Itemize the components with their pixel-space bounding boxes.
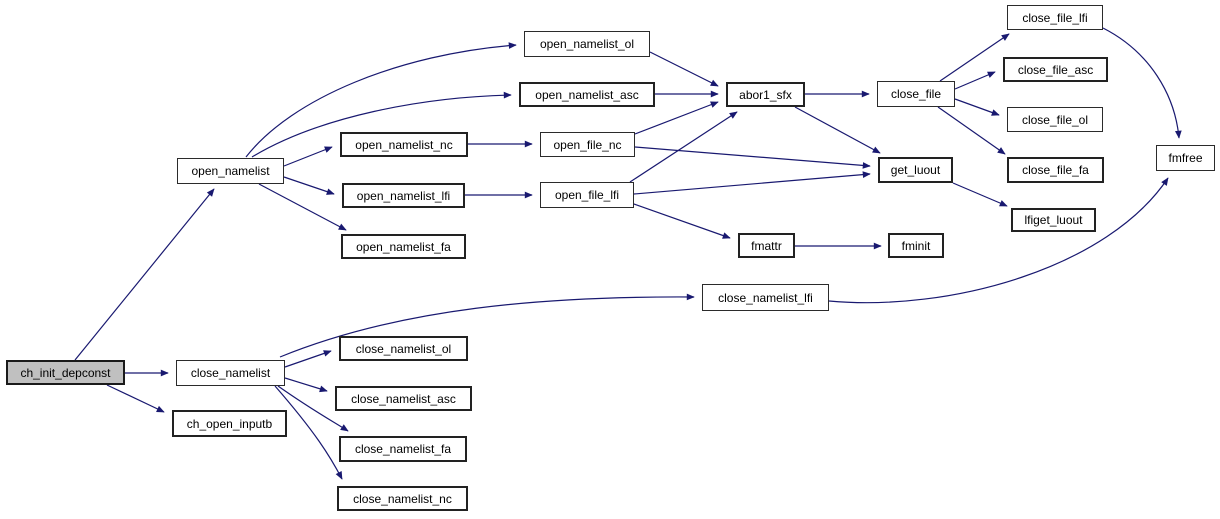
edge-close_namelist_lfi-to-fmfree (828, 177, 1169, 304)
edge-get_luout-to-lfiget_luout (952, 182, 1008, 207)
node-label-open_namelist_lfi: open_namelist_lfi (356, 188, 451, 203)
edge-open_file_nc-to-get_luout (634, 146, 871, 169)
node-lfiget_luout[interactable]: lfiget_luout (1011, 208, 1096, 232)
node-label-open_file_nc: open_file_nc (553, 137, 622, 152)
node-close_namelist_ol[interactable]: close_namelist_ol (339, 336, 468, 361)
node-label-close_file_lfi: close_file_lfi (1022, 10, 1088, 25)
edge-ch_init_depconst-to-ch_open_inputb (106, 384, 165, 413)
node-open_namelist_asc[interactable]: open_namelist_asc (519, 82, 655, 107)
node-close_namelist_nc[interactable]: close_namelist_nc (337, 486, 468, 511)
edge-close_file-to-close_file_ol (954, 98, 1000, 116)
node-ch_init_depconst: ch_init_depconst (6, 360, 125, 385)
node-label-open_namelist_nc: open_namelist_nc (355, 137, 453, 152)
edge-open_namelist-to-open_namelist_nc (283, 146, 333, 167)
edge-close_file-to-close_file_asc (954, 71, 996, 90)
edge-open_file_lfi-to-abor1_sfx (629, 111, 738, 183)
node-ch_open_inputb[interactable]: ch_open_inputb (172, 410, 287, 437)
node-close_file_ol[interactable]: close_file_ol (1007, 107, 1103, 132)
node-label-open_namelist_fa: open_namelist_fa (356, 239, 451, 254)
node-open_namelist_fa[interactable]: open_namelist_fa (341, 234, 466, 259)
edge-open_file_lfi-to-fmattr (633, 203, 731, 239)
node-open_file_lfi[interactable]: open_file_lfi (540, 182, 634, 208)
node-close_file[interactable]: close_file (877, 81, 955, 107)
node-fmattr[interactable]: fmattr (738, 233, 795, 258)
node-label-close_namelist_ol: close_namelist_ol (355, 341, 452, 356)
node-fmfree[interactable]: fmfree (1156, 145, 1215, 171)
node-fminit[interactable]: fminit (888, 233, 944, 258)
node-label-fminit: fminit (901, 238, 931, 253)
edge-close_file_lfi-to-fmfree (1102, 27, 1182, 139)
node-label-get_luout: get_luout (890, 163, 941, 177)
node-label-close_namelist_fa: close_namelist_fa (354, 442, 452, 456)
node-open_namelist_nc[interactable]: open_namelist_nc (340, 132, 468, 157)
node-label-open_namelist_ol: open_namelist_ol (539, 37, 635, 51)
node-label-open_namelist: open_namelist (191, 164, 270, 178)
node-label-fmattr: fmattr (751, 238, 782, 253)
node-label-ch_open_inputb: ch_open_inputb (186, 416, 273, 431)
node-abor1_sfx[interactable]: abor1_sfx (726, 82, 805, 107)
node-open_namelist_ol[interactable]: open_namelist_ol (524, 31, 650, 57)
node-label-close_namelist_lfi: close_namelist_lfi (718, 290, 813, 305)
edge-close_file-to-close_file_fa (937, 106, 1006, 155)
node-close_namelist[interactable]: close_namelist (176, 360, 285, 386)
node-open_namelist_lfi[interactable]: open_namelist_lfi (342, 183, 465, 208)
edge-open_file_lfi-to-get_luout (633, 171, 871, 195)
node-close_file_asc[interactable]: close_file_asc (1003, 57, 1108, 82)
edge-open_namelist-to-open_namelist_lfi (283, 176, 335, 195)
node-label-open_namelist_asc: open_namelist_asc (535, 87, 639, 102)
node-label-abor1_sfx: abor1_sfx (739, 87, 792, 102)
node-open_file_nc[interactable]: open_file_nc (540, 132, 635, 157)
node-label-fmfree: fmfree (1168, 151, 1203, 165)
node-label-open_file_lfi: open_file_lfi (554, 188, 620, 202)
edge-open_namelist_ol-to-abor1_sfx (649, 51, 719, 87)
edge-close_namelist-to-close_namelist_asc (284, 377, 328, 393)
node-label-close_namelist_nc: close_namelist_nc (353, 491, 452, 506)
node-label-close_file: close_file (890, 87, 942, 101)
node-label-close_file_asc: close_file_asc (1017, 62, 1094, 77)
node-close_namelist_asc[interactable]: close_namelist_asc (335, 386, 472, 411)
node-label-lfiget_luout: lfiget_luout (1024, 213, 1083, 227)
edge-close_namelist-to-close_namelist_ol (284, 350, 332, 368)
node-label-ch_init_depconst: ch_init_depconst (20, 365, 111, 380)
node-label-close_file_ol: close_file_ol (1021, 112, 1089, 127)
node-label-close_file_fa: close_file_fa (1022, 163, 1089, 177)
node-open_namelist[interactable]: open_namelist (177, 158, 284, 184)
node-get_luout[interactable]: get_luout (878, 157, 953, 183)
node-label-close_namelist: close_namelist (190, 366, 271, 380)
edge-close_file-to-close_file_lfi (939, 33, 1010, 82)
edge-abor1_sfx-to-get_luout (794, 106, 881, 154)
node-close_namelist_lfi[interactable]: close_namelist_lfi (702, 284, 829, 311)
node-close_namelist_fa[interactable]: close_namelist_fa (339, 436, 467, 462)
node-label-close_namelist_asc: close_namelist_asc (351, 391, 456, 406)
node-close_file_lfi[interactable]: close_file_lfi (1007, 5, 1103, 30)
edge-open_namelist-to-open_namelist_fa (258, 183, 347, 231)
node-close_file_fa[interactable]: close_file_fa (1007, 157, 1104, 183)
edge-ch_init_depconst-to-open_namelist (74, 188, 215, 361)
